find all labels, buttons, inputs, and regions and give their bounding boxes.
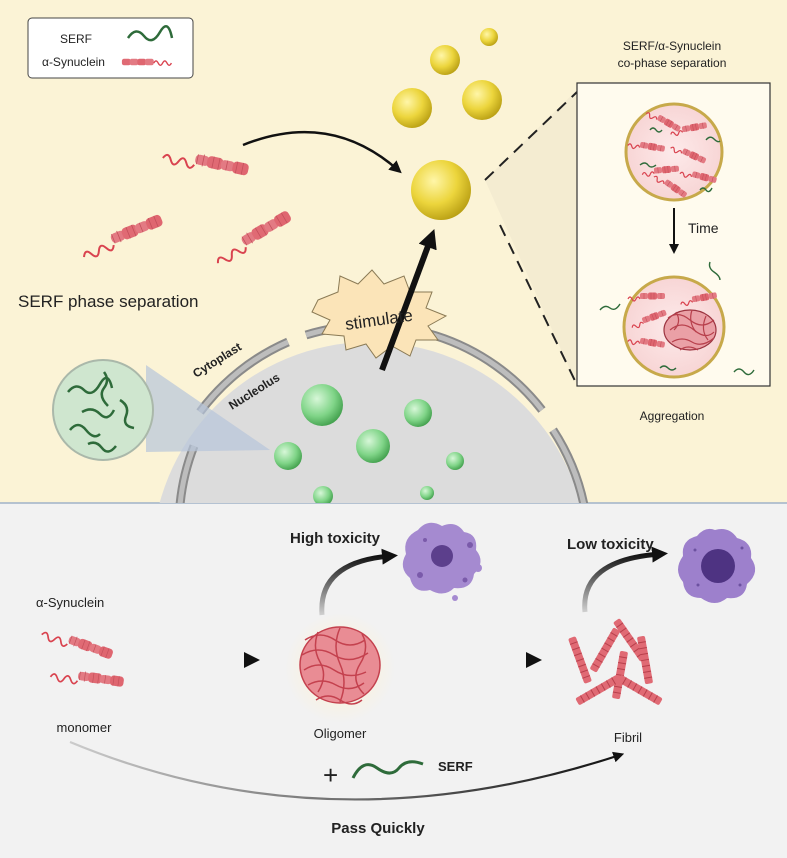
pass-quickly-label: Pass Quickly [331, 820, 425, 837]
nucleolus-droplets [274, 384, 464, 503]
high-toxicity-arrow [319, 548, 398, 616]
fibril-label: Fibril [614, 730, 642, 745]
inset-title-line2: co-phase separation [618, 56, 727, 70]
inset-title-line1: SERF/α-Synuclein [623, 39, 721, 53]
legend-synuclein-label: α-Synuclein [42, 55, 105, 69]
serf-phase-separation-label: SERF phase separation [18, 292, 199, 311]
legend-serf-label: SERF [60, 32, 92, 46]
pass-quickly-arrow [69, 740, 625, 801]
legend-serf-icon [126, 25, 174, 42]
zoom-wedge [485, 90, 577, 385]
serf-zoom-strands [67, 371, 135, 453]
aggregation-label: Aggregation [640, 409, 705, 423]
zoom-dash-bottom [499, 224, 578, 386]
oligomer [299, 626, 381, 705]
inset-top-serf [639, 127, 721, 193]
nucleolus-zoom-cone [146, 365, 270, 452]
stimulate-arrow [379, 229, 437, 372]
nucleus [159, 342, 581, 503]
damaged-cell [402, 522, 482, 601]
oligomer-label: Oligomer [314, 726, 367, 741]
inset-bottom-serf [599, 261, 755, 376]
low-toxicity-arrow [582, 546, 668, 613]
high-toxicity-label: High toxicity [290, 530, 381, 547]
plus-sign: + [323, 760, 338, 790]
serf-strand-bottom [351, 760, 424, 779]
monomer-label: monomer [57, 720, 113, 735]
time-label: Time [688, 220, 719, 236]
bottom-serf-label: SERF [438, 759, 473, 774]
phase-separation-arrow [242, 130, 402, 174]
bottom-synuclein-label: α-Synuclein [36, 595, 104, 610]
inset-aggregate [663, 309, 717, 351]
legend-synuclein-icon [121, 58, 173, 66]
zoom-dash-top [484, 91, 578, 181]
healthy-cell [678, 528, 756, 603]
serf-zoom-circle [52, 359, 154, 461]
serf-droplets [392, 28, 502, 220]
low-toxicity-label: Low toxicity [567, 536, 654, 553]
